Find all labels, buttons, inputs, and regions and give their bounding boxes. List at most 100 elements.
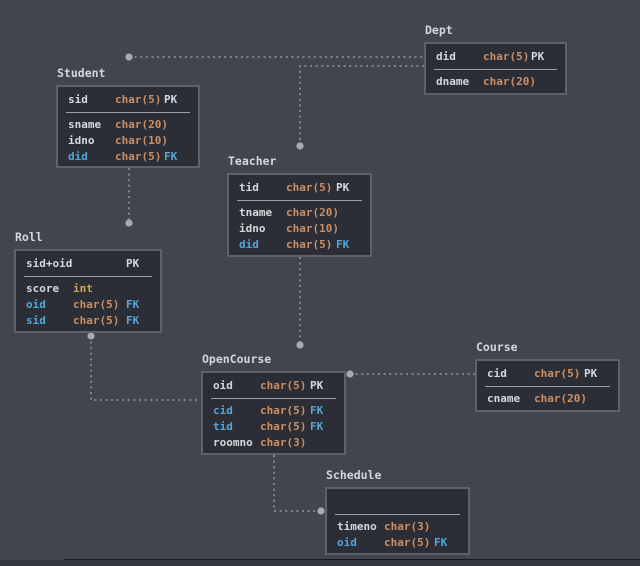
field-name: tid xyxy=(239,181,259,194)
field-type: char(10) xyxy=(286,221,339,235)
header-separator xyxy=(66,112,190,113)
field-type: char(20) xyxy=(534,391,587,405)
field-name: idno xyxy=(68,133,95,147)
table-header-row: sid char(5)PK xyxy=(58,87,198,112)
table-body: cname char(20) xyxy=(477,387,618,406)
field-name: oid xyxy=(337,535,357,549)
key-badge: FK xyxy=(126,297,140,311)
entity-title-opencourse: OpenCourse xyxy=(202,352,272,366)
connector-dot xyxy=(125,53,133,61)
field-name: tname xyxy=(239,205,273,219)
table-body: tname char(20) idno char(10) did char(5)FK xyxy=(229,201,370,252)
header-separator xyxy=(434,69,557,70)
field-name: sname xyxy=(68,117,102,131)
key-badge: FK xyxy=(434,535,448,549)
table-row: did char(5)FK xyxy=(229,236,370,252)
table-header-row: sid+oid PK xyxy=(16,251,160,276)
key-badge: FK xyxy=(336,237,350,251)
field-name: sid+oid xyxy=(26,257,73,270)
key-badge: FK xyxy=(164,149,178,163)
connector-dot xyxy=(296,142,304,150)
field-type: char(20) xyxy=(483,74,536,88)
field-type: char(5) xyxy=(260,403,307,417)
header-separator xyxy=(485,386,610,387)
field-type: char(5) xyxy=(73,313,120,327)
field-name: score xyxy=(26,281,60,295)
connector-dot xyxy=(317,507,325,515)
field-name: dname xyxy=(436,74,470,88)
entity-title-schedule: Schedule xyxy=(326,468,382,482)
entity-title-teacher: Teacher xyxy=(228,154,277,168)
field-type: char(20) xyxy=(115,117,168,131)
key-badge: PK xyxy=(164,93,178,106)
connector-dot xyxy=(296,341,304,349)
field-type: char(5) xyxy=(286,237,333,251)
field-name: oid xyxy=(26,297,46,311)
field-name: roomno xyxy=(213,435,253,449)
table-row: oid char(5) FK xyxy=(16,296,160,312)
field-name: sid xyxy=(68,93,88,106)
bottom-strip xyxy=(0,560,640,566)
table-row: timeno char(3) xyxy=(327,518,468,534)
key-badge: FK xyxy=(310,403,324,417)
field-name: cname xyxy=(487,391,521,405)
field-type: char(20) xyxy=(286,205,339,219)
table-row: sname char(20) xyxy=(58,116,198,132)
entity-title-student: Student xyxy=(57,66,106,80)
connector-line xyxy=(90,336,201,401)
connector-line xyxy=(299,65,424,146)
header-separator xyxy=(211,398,336,399)
bottom-divider-line xyxy=(64,559,640,560)
field-name: sid xyxy=(26,313,46,327)
field-type: char(5) xyxy=(115,93,162,106)
field-name: oid xyxy=(213,379,233,392)
table-row: cid char(5)FK xyxy=(203,402,344,418)
table-header-row xyxy=(327,489,468,514)
field-name: did xyxy=(239,237,259,251)
field-type: char(5) xyxy=(260,419,307,433)
header-separator xyxy=(24,276,152,277)
field-type: char(5) xyxy=(73,297,120,311)
key-badge: PK xyxy=(126,257,140,270)
table-row: did char(5)FK xyxy=(58,148,198,164)
field-name: cid xyxy=(487,367,507,380)
key-badge: PK xyxy=(310,379,324,392)
table-row: idno char(10) xyxy=(229,220,370,236)
table-row: tname char(20) xyxy=(229,204,370,220)
field-type: char(3) xyxy=(384,519,431,533)
field-name: tid xyxy=(213,419,233,433)
key-badge: PK xyxy=(531,50,545,63)
key-badge: PK xyxy=(584,367,598,380)
field-name: did xyxy=(68,149,88,163)
field-type: char(5) xyxy=(115,149,162,163)
field-type: char(5) xyxy=(286,181,333,194)
entity-title-roll: Roll xyxy=(15,230,43,244)
table-body: dname char(20) xyxy=(426,70,565,89)
connector-line xyxy=(273,455,321,512)
connector-dot xyxy=(346,370,354,378)
field-name: cid xyxy=(213,403,233,417)
key-badge: FK xyxy=(126,313,140,327)
connector-dot xyxy=(125,219,133,227)
field-name: timeno xyxy=(337,519,377,533)
connector-dot xyxy=(87,332,95,340)
field-name: idno xyxy=(239,221,266,235)
entity-title-course: Course xyxy=(476,340,518,354)
